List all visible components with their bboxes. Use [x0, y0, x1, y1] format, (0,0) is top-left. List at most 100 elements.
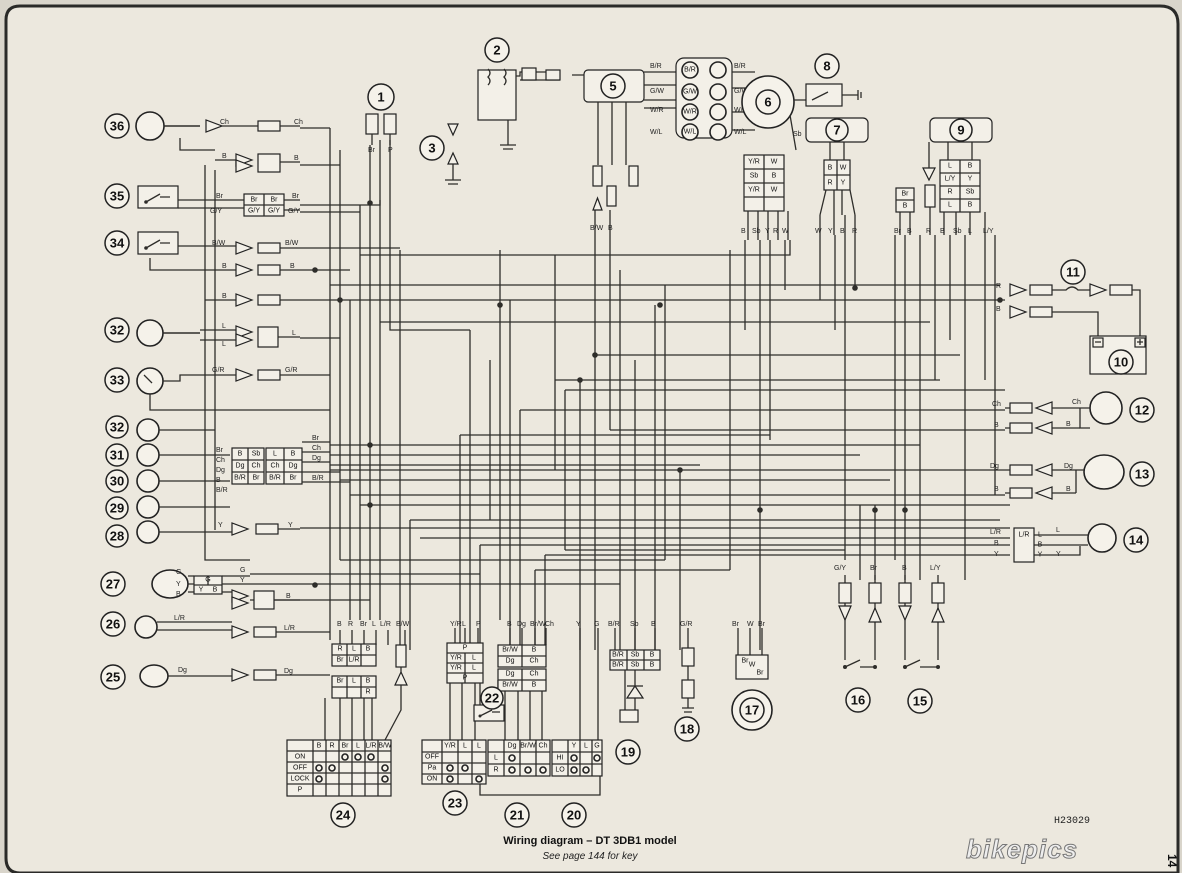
svg-text:Y: Y [765, 228, 770, 235]
svg-text:W/R: W/R [650, 107, 664, 114]
svg-text:Br: Br [368, 147, 376, 154]
callout-8: 8 [814, 53, 840, 79]
svg-text:Dg: Dg [289, 463, 298, 470]
svg-text:B: B [532, 682, 537, 689]
lamp-29 [136, 495, 230, 519]
svg-text:P: P [476, 621, 481, 628]
svg-text:Y: Y [1056, 551, 1061, 558]
svg-text:Br: Br [253, 475, 261, 482]
svg-text:25: 25 [106, 670, 120, 685]
svg-text:L/R: L/R [366, 743, 377, 750]
svg-text:Br: Br [271, 197, 279, 204]
svg-text:W/L: W/L [650, 129, 663, 136]
svg-text:21: 21 [510, 808, 524, 823]
svg-text:B: B [994, 540, 999, 547]
svg-text:L/R: L/R [284, 625, 295, 632]
svg-text:Br/W: Br/W [502, 647, 518, 654]
svg-text:L: L [948, 163, 952, 170]
svg-text:L/R: L/R [1019, 532, 1030, 539]
svg-text:3: 3 [428, 141, 435, 156]
svg-text:Ch: Ch [312, 445, 321, 452]
svg-text:W: W [815, 228, 822, 235]
svg-text:Br/W: Br/W [520, 743, 536, 750]
svg-text:Br/W: Br/W [530, 621, 546, 628]
svg-text:Sb: Sb [631, 652, 640, 659]
svg-text:B: B [176, 591, 181, 598]
svg-text:B: B [741, 228, 746, 235]
svg-text:W/L: W/L [734, 129, 747, 136]
top-components: Br P B/R G/W W/R [365, 57, 994, 240]
callout-9: 9 [949, 118, 973, 142]
callout-16: 16 [845, 687, 871, 713]
svg-text:Sb: Sb [793, 131, 802, 138]
svg-text:R: R [947, 189, 952, 196]
component-18-sensor: G/R [680, 621, 695, 713]
svg-text:R: R [996, 283, 1001, 290]
svg-text:R: R [365, 689, 370, 696]
connector-24: B R Br L L/R B/W R L B Br L/R Br L B R [324, 621, 410, 741]
svg-text:Dg: Dg [312, 455, 321, 462]
svg-text:G: G [594, 743, 599, 750]
svg-text:L: L [273, 451, 277, 458]
switch-35: Br Br G/Y G/Y Br G/Y Br G/Y [137, 185, 300, 217]
svg-text:Ch: Ch [992, 401, 1001, 408]
svg-text:B: B [650, 652, 655, 659]
svg-text:Dg: Dg [506, 671, 515, 678]
watermark-logo: bikepics [966, 834, 1078, 864]
svg-text:Ch: Ch [271, 463, 280, 470]
right-components: R B Ch Ch B B [834, 283, 1147, 669]
connector-31-30: B Sb Dg Ch B/R Br L B Ch Dg B/R Br Br Ch… [216, 435, 350, 494]
svg-text:L: L [1056, 527, 1060, 534]
lamp-30 [136, 469, 230, 493]
svg-text:B: B [222, 293, 227, 300]
svg-text:L/Y: L/Y [930, 565, 941, 572]
callout-21: 21 [504, 802, 530, 828]
callout-25: 25 [100, 664, 126, 690]
svg-text:B: B [828, 165, 833, 172]
svg-text:B/W: B/W [590, 225, 604, 232]
svg-text:B: B [222, 153, 227, 160]
lamp-31 [136, 443, 230, 467]
callout-18: 18 [674, 716, 700, 742]
svg-text:W: W [782, 228, 789, 235]
svg-text:B: B [507, 621, 512, 628]
svg-text:19: 19 [621, 745, 635, 760]
ground-line-b: B [205, 293, 300, 307]
svg-text:R: R [348, 621, 353, 628]
wire-junctions [312, 200, 1003, 588]
svg-text:29: 29 [110, 501, 124, 516]
callout-26: 26 [100, 611, 126, 637]
svg-text:Br: Br [216, 447, 224, 454]
svg-text:L: L [462, 621, 466, 628]
svg-text:Y/R: Y/R [450, 655, 462, 662]
svg-text:B/R: B/R [608, 621, 620, 628]
svg-text:32: 32 [110, 420, 124, 435]
svg-text:Br: Br [342, 743, 350, 750]
horn-27: G Y B G Y B B G Y [151, 567, 300, 610]
svg-text:R: R [493, 767, 498, 774]
callout-22: 22 [480, 686, 504, 710]
svg-text:Dg: Dg [1064, 463, 1073, 470]
svg-text:Y: Y [176, 581, 181, 588]
callout-28: 28 [105, 524, 129, 548]
svg-text:B: B [968, 163, 973, 170]
lamp-25: Dg Dg [139, 664, 300, 688]
svg-text:G/Y: G/Y [268, 208, 280, 215]
component-9-unit: L B L/Y Y R Sb L B Br B Br B R B Sb L L/… [894, 117, 994, 235]
svg-text:R: R [329, 743, 334, 750]
ignition-switch-24-table: B R Br L L/R B/W ON OFF LOCK P [286, 739, 392, 797]
svg-text:Y/R: Y/R [444, 743, 456, 750]
svg-text:G/W: G/W [683, 89, 697, 96]
svg-text:B/W: B/W [285, 240, 299, 247]
svg-text:Br: Br [292, 193, 300, 200]
svg-text:L: L [222, 341, 226, 348]
reference-code: H23029 [1054, 816, 1090, 827]
svg-text:B: B [216, 477, 221, 484]
svg-text:Ch: Ch [252, 463, 261, 470]
svg-text:Y: Y [240, 577, 245, 584]
lamp-13: Dg Dg B B [990, 454, 1125, 500]
svg-text:B: B [840, 228, 845, 235]
callout-14: 14 [1123, 527, 1149, 553]
svg-text:W: W [747, 621, 754, 628]
